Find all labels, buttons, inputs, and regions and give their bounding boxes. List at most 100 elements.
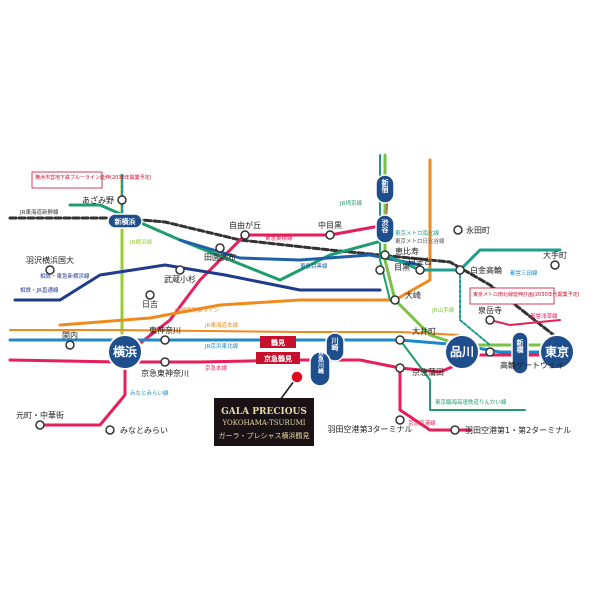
line-namboku-ext [459,269,491,346]
label-musashikosugi: 武蔵小杉 [164,274,196,284]
station-dot-meguro [375,265,385,275]
label-haneda12: 羽田空港第1・第2ターミナル [465,425,571,435]
linelabel-toyoko: 東急東横線 [265,234,293,242]
note-namboku: 東京メトロ南北線延伸計画(2030年代開業予定) [473,291,580,298]
station-dot-osaki [390,295,400,305]
property-dot [290,370,304,384]
linelabel-tokaido: JR東海道本線 [204,321,238,329]
property-logo: GALA PRECIOUS YOKOHAMA-TSURUMI ガーラ・プレシャス… [214,398,314,446]
station-dot-higashikanagawa [160,335,170,345]
label-nagatacho: 永田町 [466,225,490,235]
label-higashikanagawa: 東神奈川 [149,325,181,335]
station-markers [35,195,560,435]
label-shirokanetakanawa: 白金高輪 [470,265,502,275]
line-asakusa [489,319,561,326]
station-dot-musashikosugi [175,265,185,275]
label-hiyoshi: 日吉 [142,300,158,309]
line-yamanote [383,153,542,347]
station-dot-shirokanetakanawa [455,265,465,275]
line-tokaido [9,329,461,336]
linelabel-minatomirai: みなとみらい線 [130,389,169,397]
station-dot-minatomirai [105,425,115,435]
label-denenchofu: 田園調布 [204,252,236,262]
station-dot-nagatacho [453,225,463,235]
linelabel-yamanote: JR山手線 [431,306,454,314]
linelabel-shonan: JR湘南新宿ライン [174,306,219,314]
station-dot-hazawa [45,265,55,275]
hub-shinyokohama [107,213,143,229]
station-dot-azamino [117,195,127,205]
hub-shibuya-label: 渋谷 [381,218,390,234]
label-haneda3: 羽田空港第3ターミナル [327,424,412,434]
station-dot-takanawa [485,347,495,357]
note-blueline: 横浜市営地下鉄ブルーライン延伸(2030年開業予定) [35,174,152,181]
linelabel-hibiya: 東京メトロ日比谷線 [395,237,445,245]
station-dot-keikyukamata [395,363,405,373]
hub-shinjuku-label: 新宿 [381,178,389,194]
label-sengakuji: 泉岳寺 [478,305,502,315]
station-dot-haneda3 [395,415,405,425]
station-dot-hiyoshi [145,290,155,300]
linelabel-meguro: 東急目黒線 [300,262,328,270]
hub-tokyo-label: 東京 [545,344,569,359]
hub-badges: 横浜 品川 東京 新橋 新横浜 新宿 渋谷 川崎 京急川崎 [107,174,575,387]
label-osaki: 大崎 [405,290,421,300]
hub-tokyo [539,334,575,370]
station-dot-ebisu [380,250,390,260]
line-shonan [58,158,432,327]
hub-yokohama [107,334,143,370]
hub-shinagawa [444,334,480,370]
label-azamino: あざみ野 [82,195,114,205]
logo-line3: ガーラ・プレシャス横浜鶴見 [219,431,310,440]
line-labels: JR東海道新幹線 JR横浜線 東急東横線 東急目黒線 相鉄・東急新横浜線 相鉄・… [19,199,558,427]
label-otemachi: 大手町 [543,250,567,260]
hub-shinbashi-label: 新橋 [516,338,525,354]
linelabel-shinkansen: JR東海道新幹線 [19,208,59,216]
label-shirokanedai: 白金台 [408,256,432,266]
linelabel-sotetsu: 相鉄・東急新横浜線 [40,272,90,280]
tsurumi-label: 鶴見 [271,338,285,347]
station-dot-kannai [65,340,75,350]
station-labels: あざみ野 自由が丘 中目黒 恵比寿 目黒 白金台 白金高輪 大手町 永田町 田園… [16,195,571,435]
label-motomachi: 元町・中華街 [16,410,64,420]
line-denentoshi [68,203,387,282]
line-keikyu-airport [398,368,472,432]
station-dot-keikyuhigashikanagawa [160,357,170,367]
hub-shibuya [375,214,395,244]
linelabel-rinkai: 東京臨海高速鉄道りんかい線 [435,398,507,406]
linelabel-sotetsu-jr: 相鉄・JR直通線 [20,286,59,294]
station-dot-shirokanedai [415,265,425,275]
linelabel-namboku: 東京メトロ南北線 [395,229,440,237]
station-dot-sengakuji [485,315,495,325]
label-oimachi: 大井町 [412,326,436,336]
hub-shinjuku [375,174,395,204]
line-minatomirai [38,358,127,427]
linelabel-jr-yokohama: JR横浜線 [129,238,152,246]
line-rinkai [399,339,526,411]
station-dot-otemachi [550,260,560,270]
label-kannai: 関内 [62,330,78,340]
keikyutsurumi-box [256,352,300,364]
label-jiyugaoka: 自由が丘 [229,220,261,230]
hub-keikyu-kawasaki-label: 京急川崎 [317,349,325,375]
linelabel-keikyu-airport: 京急空港線 [408,419,436,427]
property-pin [279,370,304,401]
linelabel-mita: 都営三田線 [510,269,538,277]
station-dot-motomachi [35,420,45,430]
hub-keikyu-kawasaki [309,351,331,387]
hub-shinbashi [511,331,529,375]
label-nakameguro: 中目黒 [318,220,342,230]
line-sotetsu [13,263,382,302]
keikyutsurumi-label: 京急鶴見 [264,354,292,363]
tsurumi-box [260,336,296,348]
hub-shinagawa-label: 品川 [450,345,474,359]
station-dot-denenchofu [215,243,225,253]
station-dot-haneda12 [450,425,460,435]
linelabel-asakusa: 都営浅草線 [530,312,558,320]
linelabel-keikyu: 京急本線 [205,364,228,372]
station-dot-nakameguro [325,230,335,240]
station-dot-jiyugaoka [240,230,250,240]
logo-line1: GALA PRECIOUS [221,407,307,417]
station-dot-oimachi [395,335,405,345]
